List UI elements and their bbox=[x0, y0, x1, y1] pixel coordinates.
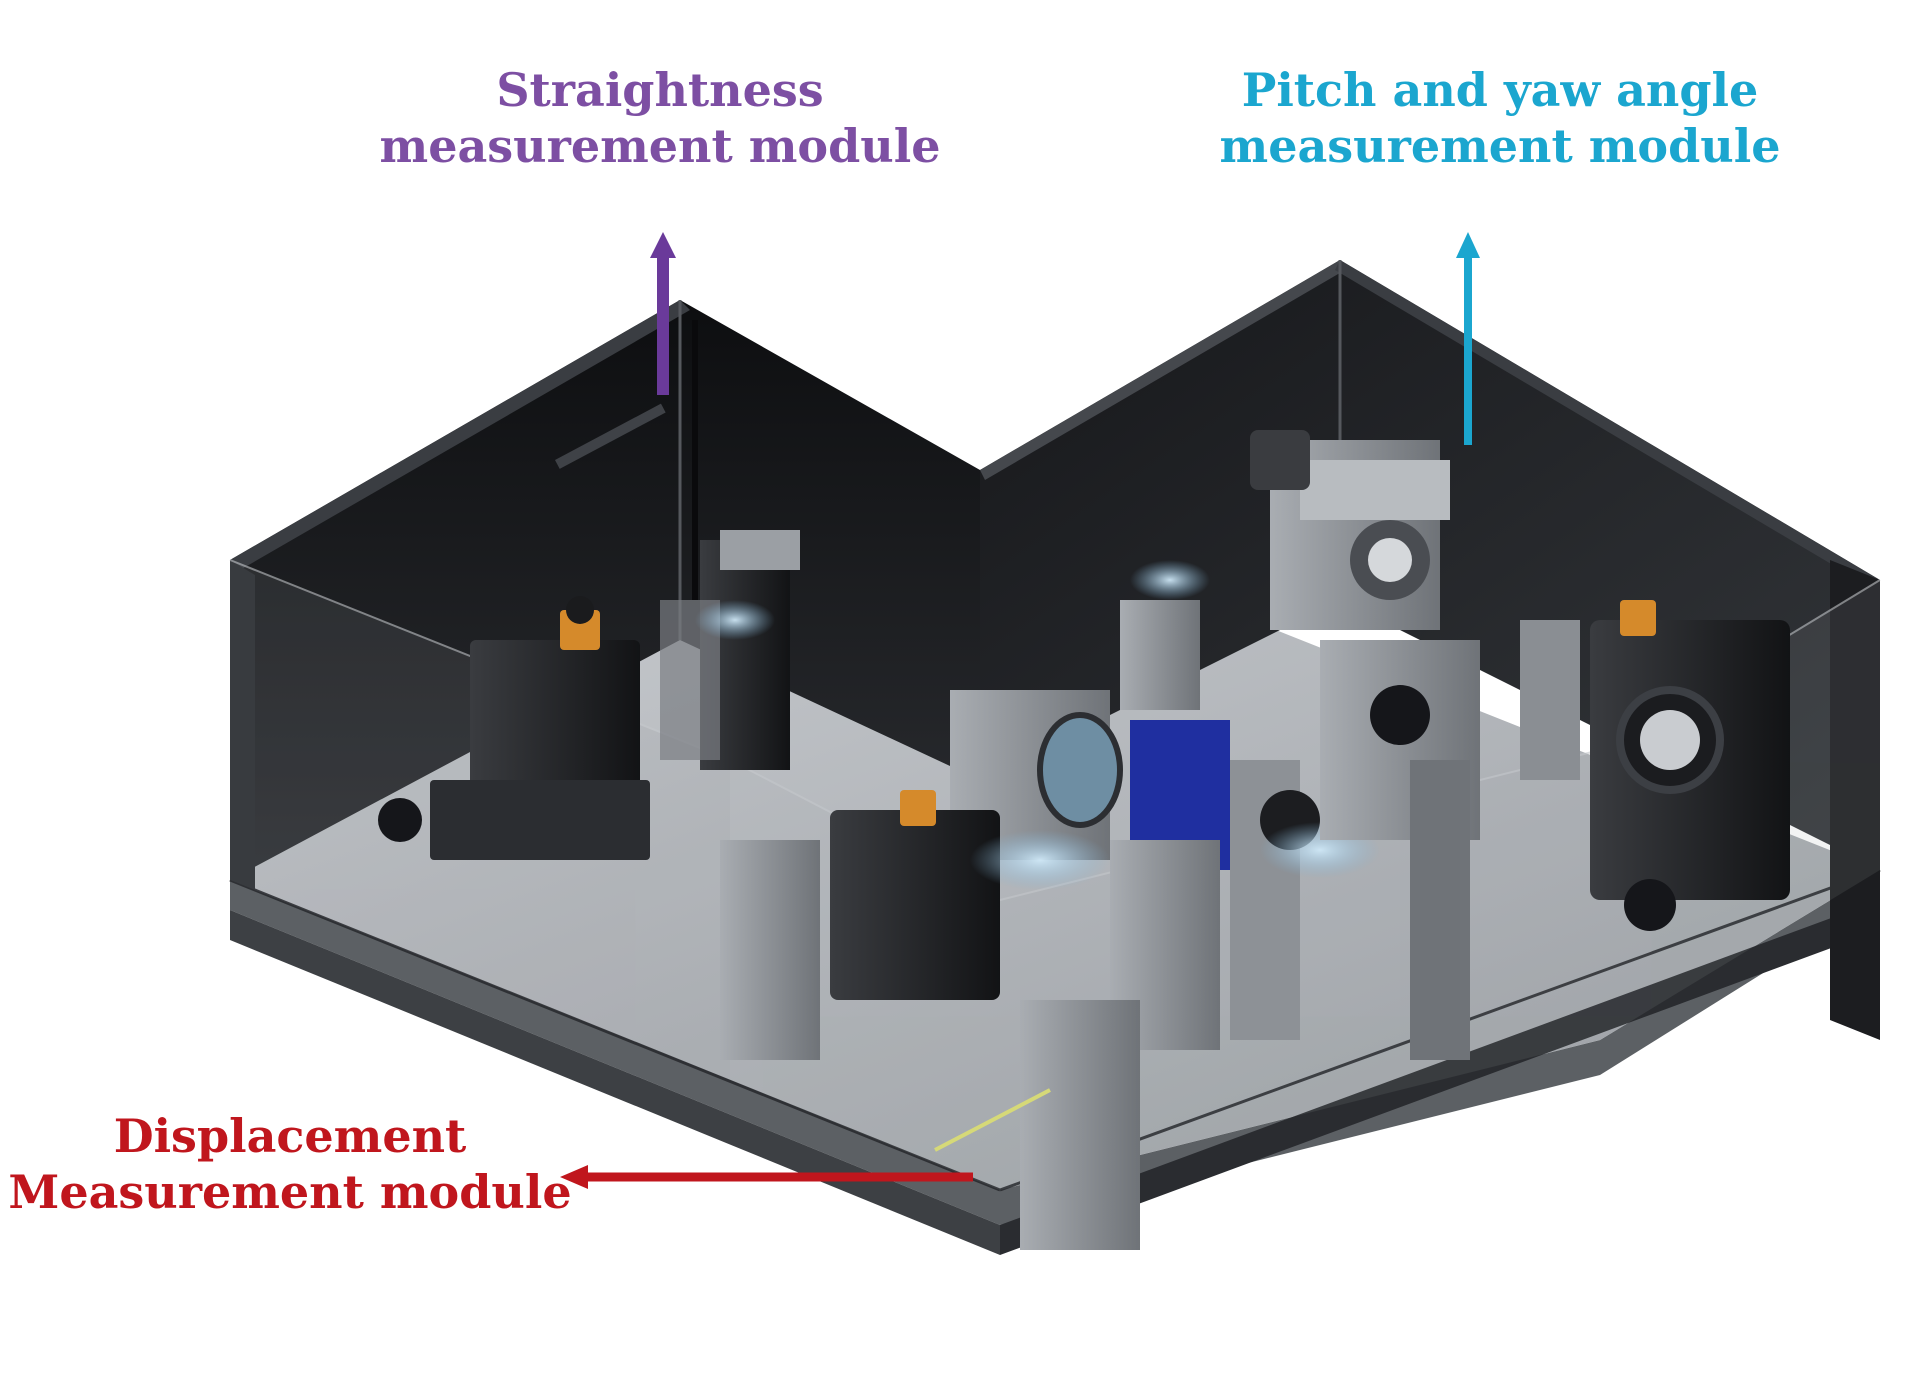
pitch-yaw-module-components bbox=[1250, 430, 1790, 1060]
straightness-label-line2: measurement module bbox=[379, 119, 941, 174]
straightness-arrow bbox=[650, 232, 676, 395]
displacement-module-label: Displacement Measurement module bbox=[0, 1108, 580, 1220]
left-enclosure bbox=[230, 300, 980, 890]
pitch-yaw-arrow bbox=[1456, 232, 1480, 445]
displacement-arrow bbox=[560, 1165, 973, 1189]
central-optics bbox=[695, 560, 1380, 1250]
displacement-label-line2: Measurement module bbox=[8, 1165, 572, 1220]
pitch-yaw-label-line1: Pitch and yaw angle bbox=[1241, 63, 1759, 117]
straightness-module-components bbox=[378, 320, 800, 860]
pitch-yaw-module-label: Pitch and yaw angle measurement module bbox=[1180, 62, 1820, 174]
displacement-label-line1: Displacement bbox=[113, 1109, 467, 1163]
straightness-module-label: Straightness measurement module bbox=[360, 62, 960, 174]
straightness-label-line1: Straightness bbox=[496, 63, 824, 117]
pitch-yaw-label-line2: measurement module bbox=[1219, 119, 1781, 174]
